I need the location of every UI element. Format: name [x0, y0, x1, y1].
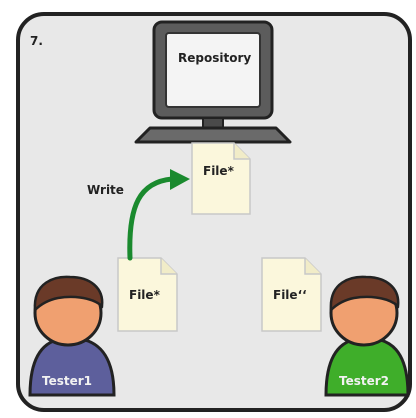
tester1-figure-icon [28, 275, 116, 397]
repo-file-icon [191, 142, 251, 215]
tester2-figure-icon [324, 275, 410, 397]
tester2-file-icon [261, 257, 322, 332]
write-label: Write [87, 183, 124, 197]
repository-label: Repository [178, 51, 252, 65]
panel-number: 7. [30, 34, 43, 48]
tester2-file-label: File‘‘ [273, 288, 307, 302]
repo-file-label: File* [203, 164, 234, 178]
write-arrow-icon [127, 169, 190, 261]
repository-computer-icon [134, 20, 292, 144]
tester2-label: Tester2 [339, 374, 390, 388]
tester1-file-label: File* [129, 288, 160, 302]
tester1-file-icon [117, 257, 178, 332]
tester1-label: Tester1 [42, 374, 93, 388]
